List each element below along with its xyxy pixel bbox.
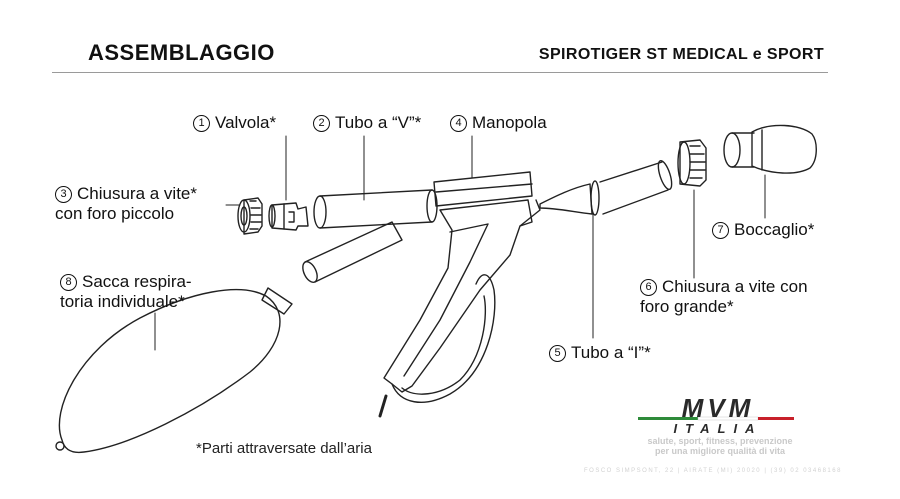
label-text: Chiusura a vite con <box>662 277 808 296</box>
callout-number: 2 <box>313 115 330 132</box>
label-v-tube: 2 Tubo a “V”* <box>313 113 421 133</box>
callout-number: 4 <box>450 115 467 132</box>
valve <box>268 202 309 231</box>
label-text: Valvola* <box>215 113 277 132</box>
header-divider <box>52 72 828 73</box>
v-tube <box>302 189 438 283</box>
page-title: ASSEMBLAGGIO <box>88 40 275 65</box>
label-text: Sacca respira- <box>82 272 192 291</box>
callout-number: 1 <box>193 115 210 132</box>
label-text: toria individuale* <box>60 292 185 311</box>
logo-tagline-line: per una migliore qualità di vita <box>654 446 786 456</box>
callout-number: 8 <box>60 274 77 291</box>
mvm-italia-logo: MVM ITALIA <box>638 396 794 436</box>
footnote: *Parti attraversate dall’aria <box>196 440 372 457</box>
label-large-screw-cap: 6 Chiusura a vite con foro grande* <box>640 277 808 317</box>
logo-subword: ITALIA <box>674 421 763 436</box>
label-text: con foro piccolo <box>55 204 175 223</box>
label-text: Boccaglio* <box>734 220 815 239</box>
label-text: Tubo a “V”* <box>335 113 422 132</box>
label-breathing-bag: 8 Sacca respira- toria individuale* <box>60 272 192 312</box>
logo-tagline-line: salute, sport, fitness, prevenzione <box>647 436 793 446</box>
leader-lines <box>154 135 766 351</box>
label-i-tube: 5 Tubo a “I”* <box>549 343 651 363</box>
large-screw-cap <box>677 139 707 187</box>
mouthpiece <box>723 124 817 174</box>
logo-footer-address: FOSCO SIMPSONT, 22 | AIRATE (MI) 20020 |… <box>584 468 842 474</box>
logo-tagline: salute, sport, fitness, prevenzione per … <box>620 436 820 456</box>
label-text: Manopola <box>472 113 547 132</box>
label-handle: 4 Manopola <box>450 113 547 133</box>
label-mouthpiece: 7 Boccaglio* <box>712 220 814 240</box>
logo-wordmark: MVM <box>682 396 755 423</box>
label-text: Tubo a “I”* <box>571 343 651 362</box>
callout-number: 5 <box>549 345 566 362</box>
i-tube <box>539 159 673 216</box>
label-valve: 1 Valvola* <box>193 113 276 133</box>
small-screw-cap <box>237 197 263 235</box>
label-text: Chiusura a vite* <box>77 184 198 203</box>
callout-number: 7 <box>712 222 729 239</box>
breathing-bag <box>55 287 293 454</box>
callout-number: 6 <box>640 279 657 296</box>
callout-number: 3 <box>55 186 72 203</box>
label-small-screw-cap: 3 Chiusura a vite* con foro piccolo <box>55 184 197 224</box>
handle <box>378 171 541 418</box>
page-subtitle: SPIROTIGER ST MEDICAL e SPORT <box>538 46 824 63</box>
label-text: foro grande* <box>640 297 734 316</box>
